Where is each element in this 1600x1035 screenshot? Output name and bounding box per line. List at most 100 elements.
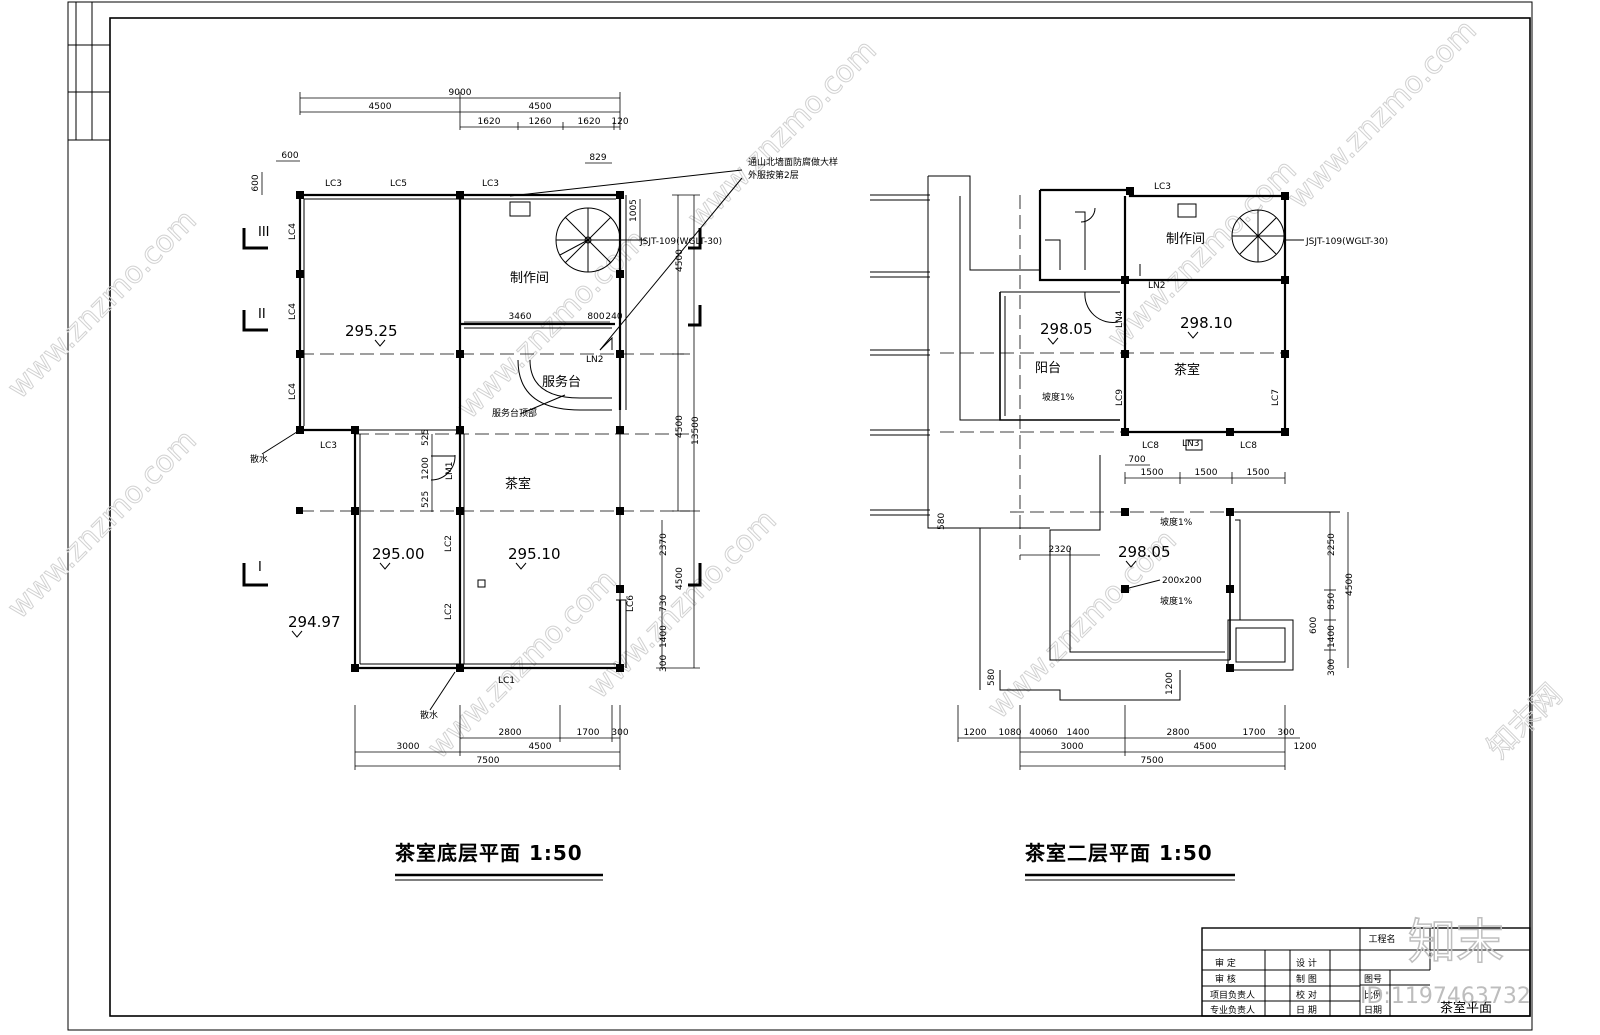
dim-label: 3460 bbox=[509, 312, 532, 322]
dim-label: 7500 bbox=[477, 756, 500, 766]
door-label: LM1 bbox=[445, 461, 455, 480]
window-label: LC5 bbox=[390, 179, 407, 189]
window-label: LC8 bbox=[1142, 441, 1159, 451]
dim-label: 4500 bbox=[1194, 742, 1217, 752]
dim-label: 1500 bbox=[1195, 468, 1218, 478]
sheet-frame bbox=[67, 1, 1533, 1031]
room-name: 制作间 bbox=[510, 271, 549, 286]
slope-note: 坡度1% bbox=[1160, 516, 1193, 528]
dim-label: 300 bbox=[659, 655, 669, 672]
dim-label: 580 bbox=[987, 669, 997, 686]
dim-label: 1500 bbox=[1141, 468, 1164, 478]
dim-label: 1080 bbox=[999, 728, 1022, 738]
stair-label: JSJT-109(WGLT-30) bbox=[639, 237, 722, 247]
watermark-text: www.znzmo.com bbox=[681, 33, 884, 236]
notes: 通山北墙面防腐做大样 外服按第2层 服务台顶部 散水 散水 bbox=[250, 156, 838, 721]
window-label: LC3 bbox=[325, 179, 342, 189]
title-block-cell: 制 图 bbox=[1296, 973, 1317, 985]
dim-label: 850 bbox=[1327, 593, 1337, 610]
section-mark: II bbox=[258, 307, 266, 322]
title-block-cell: 审 核 bbox=[1215, 973, 1236, 985]
room-name: 阳台 bbox=[1035, 361, 1061, 376]
dim-label: 4500 bbox=[529, 742, 552, 752]
dim-label: 300 bbox=[1277, 728, 1294, 738]
dim-label: 600 bbox=[251, 174, 261, 191]
dim-label: 120 bbox=[611, 117, 628, 127]
title-block: 工程名 审 定 审 核 项目负责人 专业负责人 设 计 制 图 校 对 日 期 … bbox=[1201, 927, 1531, 1017]
dim-label: 300 bbox=[611, 728, 628, 738]
spiral-stair: JSJT-109(WGLT-30) bbox=[1177, 203, 1388, 263]
door-label: LN2 bbox=[586, 355, 603, 365]
watermark-text: www.znzmo.com bbox=[581, 503, 784, 706]
watermark-text: www.znzmo.com bbox=[1281, 13, 1484, 216]
room-name: 制作间 bbox=[1166, 232, 1205, 247]
watermark-id: ID:1197463732 bbox=[1360, 984, 1531, 1009]
dim-label: 4500 bbox=[369, 102, 392, 112]
dim-label: 2250 bbox=[1327, 533, 1337, 556]
level-mark: 295.25 bbox=[345, 322, 398, 340]
dim-label: 1200 bbox=[421, 457, 431, 480]
dim-label: 1620 bbox=[578, 117, 601, 127]
window-label: LC3 bbox=[1154, 182, 1171, 192]
slope-note: 坡度1% bbox=[1160, 595, 1193, 607]
title-block-cell: 专业负责人 bbox=[1210, 1004, 1255, 1016]
section-markers: III II I bbox=[242, 225, 702, 587]
dim-top: 9000 4500 4500 1620 1260 1620 120 829 60… bbox=[251, 88, 629, 195]
window-label: LC3 bbox=[482, 179, 499, 189]
dim-label: 4500 bbox=[675, 415, 685, 438]
dim-inner: 3460 800 240 1005 525 1200 525 bbox=[421, 199, 641, 512]
dim-label: 730 bbox=[659, 595, 669, 612]
dim-bottom: 2800 1700 300 3000 4500 7500 bbox=[354, 705, 629, 770]
room-labels: 制作间 服务台 茶室 295.25 295.00 295.10 294.97 bbox=[288, 271, 581, 638]
window-label: LC3 bbox=[320, 441, 337, 451]
note-text: 外服按第2层 bbox=[748, 169, 799, 181]
door-label: LN2 bbox=[1148, 281, 1165, 291]
axis-lines bbox=[300, 353, 690, 512]
columns bbox=[296, 191, 624, 672]
window-label: LC4 bbox=[288, 223, 298, 240]
doors bbox=[430, 336, 613, 481]
room-name: 茶室 bbox=[505, 476, 531, 492]
level-mark: 298.05 bbox=[1040, 320, 1093, 338]
title-block-cell: 工程名 bbox=[1368, 933, 1395, 945]
title-block-cell: 比例 bbox=[1364, 989, 1382, 1001]
dim-label: 1260 bbox=[529, 117, 552, 127]
dim-label: 1200 bbox=[1294, 742, 1317, 752]
dim-label: 2320 bbox=[1049, 545, 1072, 555]
title-block-cell: 设 计 bbox=[1296, 957, 1317, 969]
dim-label: 1620 bbox=[478, 117, 501, 127]
dim-label: 525 bbox=[421, 491, 431, 508]
dim-right: 4500 4500 13500 4500 2370 730 1400 300 bbox=[656, 194, 701, 672]
note-text: 通山北墙面防腐做大样 bbox=[748, 156, 838, 168]
window-label: LC4 bbox=[288, 303, 298, 320]
room-name: 服务台 bbox=[542, 374, 581, 390]
dim-label: 2800 bbox=[1167, 728, 1190, 738]
window-label: LC7 bbox=[1271, 389, 1281, 406]
watermark-text: www.znzmo.com bbox=[1, 203, 204, 406]
brand-logo: 知末 bbox=[1408, 914, 1504, 970]
doors bbox=[1080, 207, 1203, 451]
dim-label: 4500 bbox=[1345, 573, 1355, 596]
dim-label: 4500 bbox=[675, 567, 685, 590]
plan-title-text: 茶室二层平面 1:50 bbox=[1025, 841, 1213, 865]
title-block-cell: 日 期 bbox=[1296, 1005, 1317, 1016]
note-text: 服务台顶部 bbox=[492, 407, 537, 419]
room-name: 茶室 bbox=[1174, 362, 1200, 378]
dim-label: 700 bbox=[1128, 455, 1145, 465]
plan-title: 茶室二层平面 1:50 bbox=[1025, 841, 1235, 881]
dim-label: 2370 bbox=[659, 533, 669, 556]
pergola bbox=[870, 175, 1050, 529]
dim-label: 240 bbox=[605, 312, 622, 322]
level-mark: 295.10 bbox=[508, 545, 561, 563]
window-label: LC6 bbox=[626, 595, 636, 612]
dim-label: 13500 bbox=[691, 416, 701, 445]
title-block-cell: 项目负责人 bbox=[1210, 989, 1255, 1001]
dim-label: 1700 bbox=[577, 728, 600, 738]
window-labels: LC3 LN2 LN4 LC9 LC7 LC8 LN3 LC8 bbox=[1115, 182, 1281, 451]
door-label: LN4 bbox=[1115, 310, 1125, 328]
section-mark: I bbox=[258, 560, 262, 575]
dim-label: 1500 bbox=[1247, 468, 1270, 478]
dim-label: 600 bbox=[281, 151, 298, 161]
service-counter bbox=[477, 201, 612, 588]
